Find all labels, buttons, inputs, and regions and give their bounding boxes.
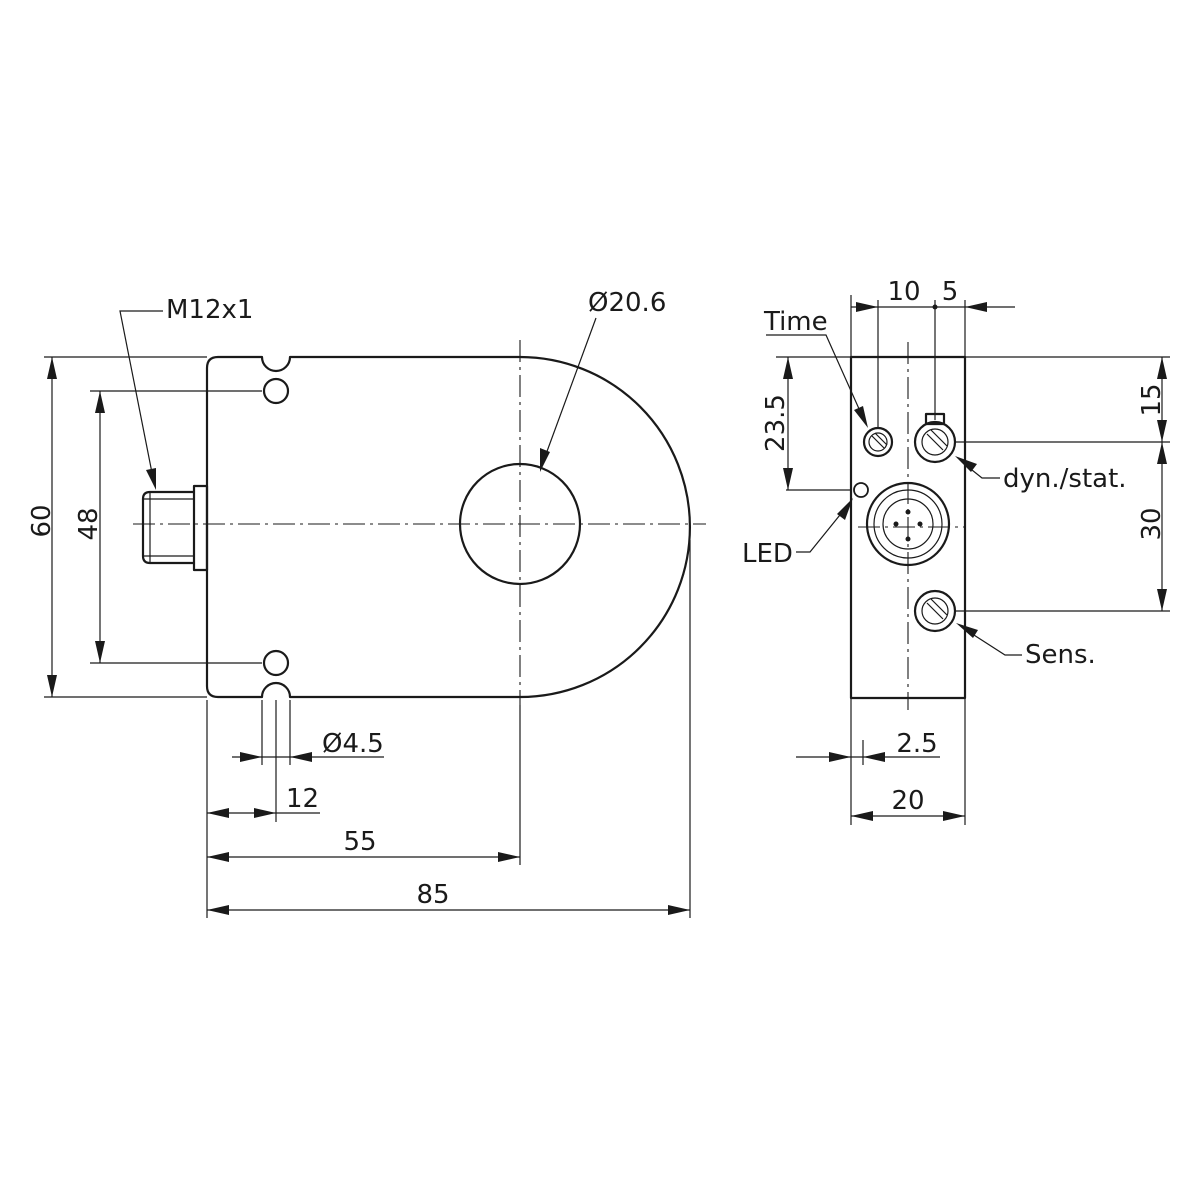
dim-5: 5: [942, 277, 959, 307]
label-dyn-stat: dyn./stat.: [1003, 464, 1127, 494]
front-view: 60 48 Ø4.5 12 55 85 M12x1 Ø20.6: [27, 288, 706, 918]
dim-2-5: 2.5: [896, 729, 937, 759]
dim-23-5: 23.5: [761, 394, 791, 452]
dim-85: 85: [416, 880, 449, 910]
connector-thread: [141, 490, 196, 565]
mount-hole-top: [262, 377, 290, 405]
dim-30: 30: [1137, 507, 1167, 540]
dim-10: 10: [887, 277, 920, 307]
side-connector: [858, 481, 966, 567]
label-thread: M12x1: [166, 295, 253, 325]
label-hole-diameter: Ø20.6: [588, 288, 666, 318]
dyn-stat-potentiometer: [913, 412, 957, 464]
time-potentiometer: [862, 426, 894, 458]
dim-12: 12: [286, 784, 319, 814]
label-time: Time: [763, 307, 828, 337]
label-sens: Sens.: [1025, 640, 1096, 670]
mount-hole-bottom: [262, 649, 290, 677]
dim-48: 48: [74, 507, 104, 540]
connector-flange: [192, 484, 209, 572]
label-led: LED: [742, 539, 793, 569]
side-view: 10 5 23.5 15 30 2.5 20 Time dyn: [742, 277, 1170, 825]
led-indicator: [853, 482, 869, 498]
dim-20: 20: [891, 786, 924, 816]
housing-outline: [205, 355, 692, 699]
dim-mount-hole-diameter: Ø4.5: [322, 729, 384, 759]
dim-15: 15: [1137, 383, 1167, 416]
sens-potentiometer: [913, 589, 957, 633]
dim-60: 60: [27, 504, 57, 537]
dim-55: 55: [343, 827, 376, 857]
